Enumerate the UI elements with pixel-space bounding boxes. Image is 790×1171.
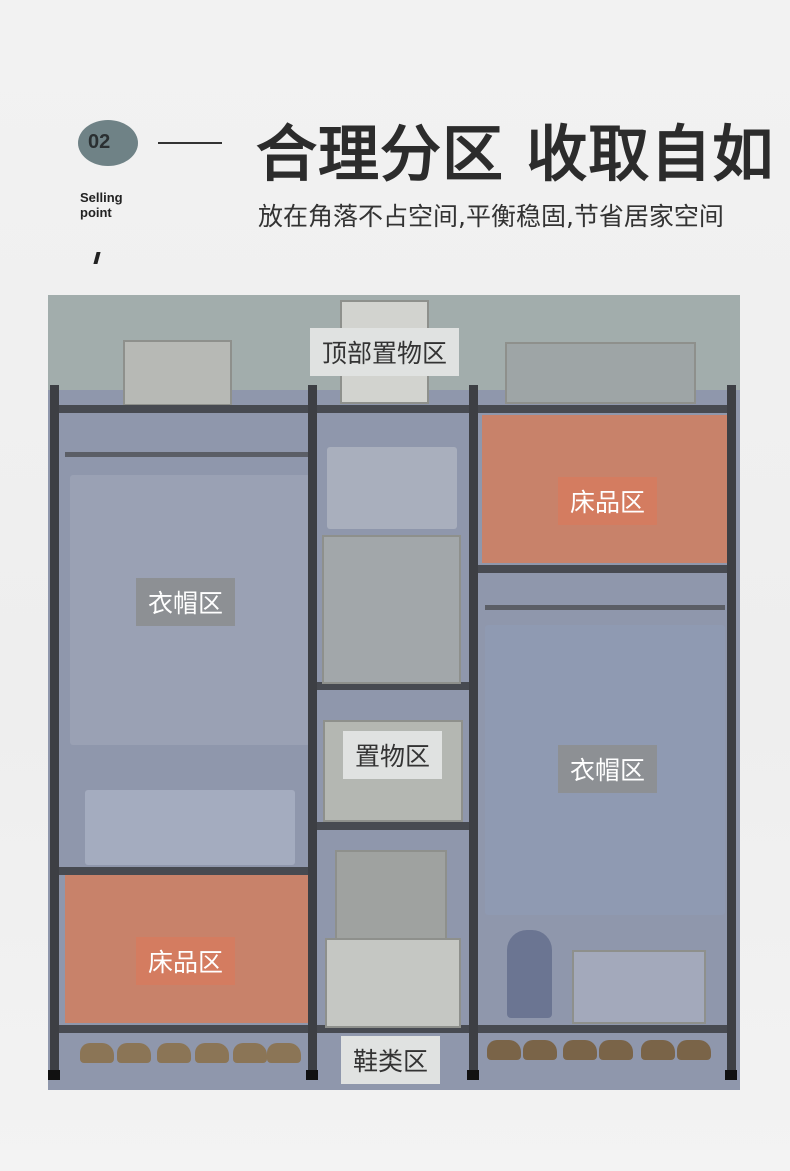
middle-basket	[322, 535, 461, 684]
zone-label-clothes-right: 衣帽区	[558, 745, 658, 793]
shoe	[599, 1040, 633, 1060]
zone-label-bedding-right: 床品区	[558, 477, 658, 525]
right-bag	[507, 930, 552, 1018]
frame-foot	[306, 1070, 318, 1080]
divider-line	[158, 142, 222, 144]
page-title: 合理分区 收取自如	[256, 119, 775, 190]
zone-label-top-storage: 顶部置物区	[310, 328, 460, 376]
frame-post-mid-left	[308, 385, 317, 1080]
page-subtitle: 放在角落不占空间,平衡稳固,节省居家空间	[258, 202, 724, 231]
frame-post-right	[727, 385, 736, 1080]
zone-label-shoes: 鞋类区	[341, 1036, 441, 1084]
shoe	[80, 1043, 114, 1063]
top-bin-left	[123, 340, 232, 406]
shoe	[677, 1040, 711, 1060]
shoe	[563, 1040, 597, 1060]
zone-label-clothes-left: 衣帽区	[136, 578, 236, 626]
wardrobe-illustration: 顶部置物区 床品区 衣帽区 置物区 衣帽区 床品区 鞋类区	[45, 295, 740, 1090]
shoe	[195, 1043, 229, 1063]
shoe	[641, 1040, 675, 1060]
zone-label-storage-middle: 置物区	[343, 731, 443, 779]
right-shoe-box	[572, 950, 706, 1024]
middle-folded-items	[327, 447, 457, 529]
frame-foot	[725, 1070, 737, 1080]
section-number: 02	[88, 131, 111, 153]
right-hanging-rail	[485, 605, 725, 610]
section-number-badge	[78, 120, 138, 166]
middle-box-lower	[325, 938, 461, 1028]
shoe	[117, 1043, 151, 1063]
shoe	[233, 1043, 267, 1063]
middle-box-upper	[335, 850, 447, 942]
frame-foot	[48, 1070, 60, 1080]
shoe	[157, 1043, 191, 1063]
shoe-shelf	[57, 1025, 727, 1033]
frame-post-mid-right	[469, 385, 478, 1080]
frame-post-left	[50, 385, 59, 1080]
left-bedding-shelf	[57, 867, 312, 875]
left-hanging-rail	[65, 452, 310, 457]
left-folded-clothes	[85, 790, 295, 865]
right-bedding-shelf	[477, 565, 732, 573]
top-box-right	[505, 342, 696, 404]
shoe	[487, 1040, 521, 1060]
shoe	[267, 1043, 301, 1063]
accent-mark	[93, 252, 101, 264]
selling-point-label: Selling point	[80, 190, 123, 220]
top-shelf	[57, 405, 727, 413]
frame-foot	[467, 1070, 479, 1080]
middle-shelf-1	[315, 682, 477, 690]
zone-label-bedding-left: 床品区	[136, 937, 236, 985]
shoe	[523, 1040, 557, 1060]
middle-shelf-2	[315, 822, 477, 830]
